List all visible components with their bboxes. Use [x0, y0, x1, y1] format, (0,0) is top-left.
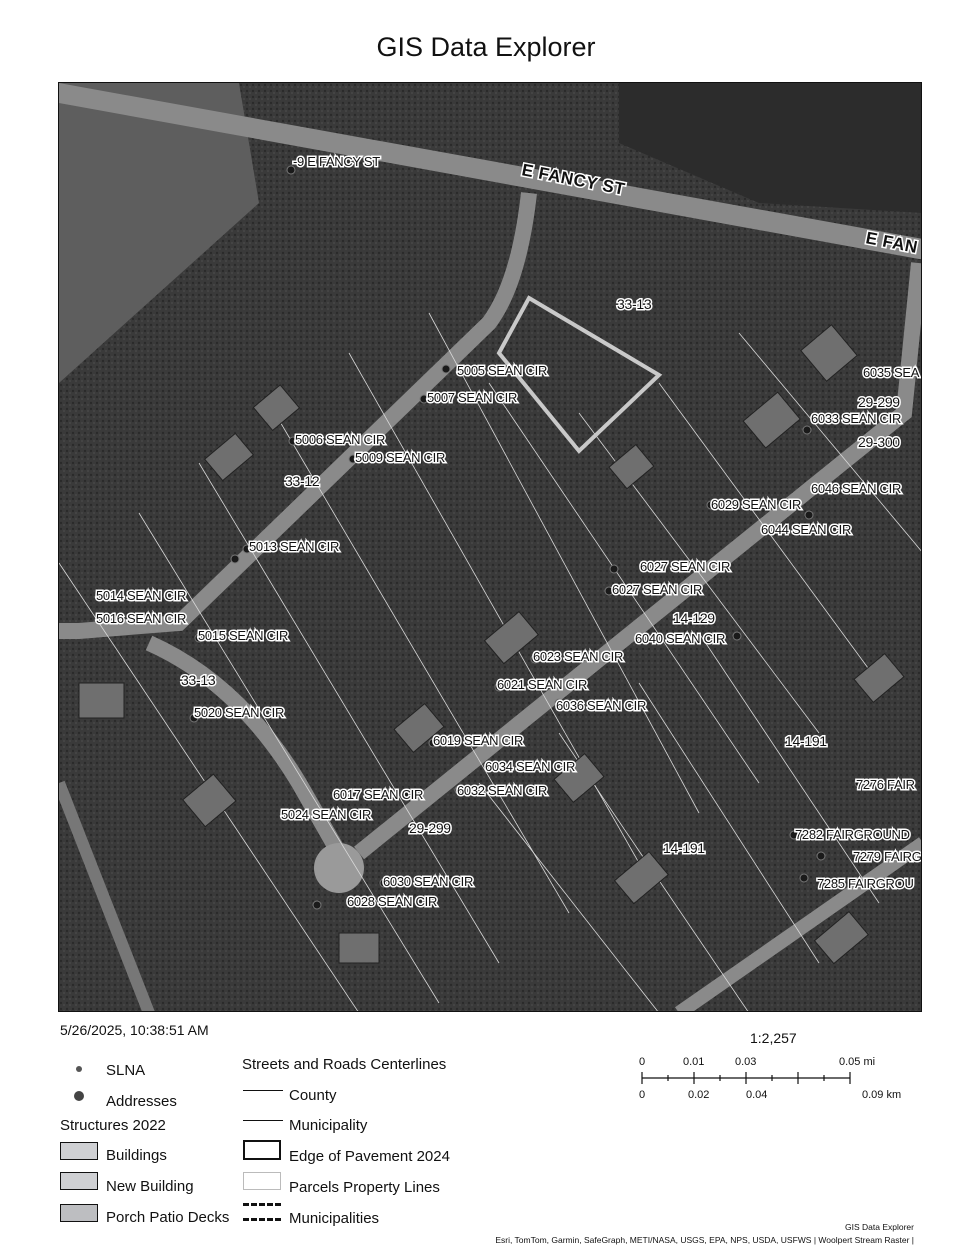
address-label: 6027 SEAN CIR [640, 559, 730, 574]
address-symbol [74, 1091, 84, 1101]
attribution-title: GIS Data Explorer [845, 1222, 914, 1232]
road-sean-cir-west [59, 192, 537, 639]
cul-de-sac [314, 843, 364, 893]
road-fairground [674, 837, 921, 1011]
address-label: 5020 SEAN CIR [194, 705, 284, 720]
legend-buildings: Buildings [106, 1147, 167, 1164]
road-west-edge [59, 780, 155, 1011]
legend-municipalities: Municipalities [289, 1210, 380, 1227]
river-area [619, 83, 921, 213]
buildings-swatch [60, 1142, 98, 1160]
address-label: 6044 SEAN CIR [761, 522, 851, 537]
road-sean-cir-south [145, 635, 346, 857]
address-points [189, 165, 874, 910]
porch-swatch [60, 1204, 98, 1222]
address-label: 5005 SEAN CIR [457, 363, 547, 378]
address-label: 5013 SEAN CIR [249, 539, 339, 554]
address-label: 6019 SEAN CIR [433, 733, 523, 748]
scale-tick-bottom: 0.02 [688, 1089, 710, 1101]
edge-pavement-symbol [243, 1140, 281, 1160]
address-label: 6036 SEAN CIR [556, 698, 646, 713]
scale-tick-bottom: 0.04 [746, 1089, 768, 1101]
parcel-label: 29-299 [409, 820, 451, 836]
address-label: 6027 SEAN CIR [612, 582, 702, 597]
parcel-label: 14-191 [663, 840, 705, 856]
address-label: 6035 SEA [863, 365, 920, 380]
scale-tick-bottom: 0.09 km [862, 1089, 902, 1101]
legend-parcels: Parcels Property Lines [289, 1179, 440, 1196]
address-label: 6046 SEAN CIR [811, 481, 901, 496]
address-label: 7282 FAIRGROUND [795, 827, 910, 842]
legend-streets-heading: Streets and Roads Centerlines [242, 1056, 447, 1073]
attribution-credits: Esri, TomTom, Garmin, SafeGraph, METI/NA… [495, 1235, 914, 1245]
scale-bar [641, 1072, 851, 1084]
county-line-symbol [243, 1090, 283, 1091]
scale-tick-top: 0.01 [683, 1056, 705, 1068]
address-label: 7276 FAIR [856, 777, 915, 792]
address-label: 6029 SEAN CIR [711, 497, 801, 512]
address-label: 6021 SEAN CIR [497, 677, 587, 692]
scale-ratio: 1:2,257 [750, 1030, 797, 1046]
address-label: 6032 SEAN CIR [457, 783, 547, 798]
open-field [59, 83, 259, 383]
parcel-label: 14-191 [785, 733, 827, 749]
legend-porch: Porch Patio Decks [106, 1209, 230, 1226]
legend-edge: Edge of Pavement 2024 [289, 1148, 450, 1165]
new-building-swatch [60, 1172, 98, 1190]
scale-tick-top: 0 [639, 1056, 646, 1068]
parcel-label: 14-129 [673, 610, 715, 626]
address-label: 7279 FAIRG [853, 849, 922, 864]
road-sean-cir-east [353, 262, 921, 860]
parcel-label: 29-299 [858, 394, 900, 410]
selected-parcel[interactable] [496, 295, 663, 454]
address-label: 6040 SEAN CIR [635, 631, 725, 646]
parcel-label: 33-13 [181, 672, 216, 688]
address-label: 5024 SEAN CIR [281, 807, 371, 822]
address-label: 6023 SEAN CIR [533, 649, 623, 664]
legend-county: County [289, 1087, 337, 1104]
building-footprints [78, 324, 905, 965]
address-label: 6034 SEAN CIR [485, 759, 575, 774]
address-label: 5016 SEAN CIR [96, 611, 186, 626]
parcel-label: 29-300 [858, 434, 900, 450]
municipalities-symbol [243, 1203, 281, 1221]
legend-addresses: Addresses [106, 1093, 177, 1110]
address-label: 5006 SEAN CIR [295, 432, 385, 447]
address-label: 6028 SEAN CIR [347, 894, 437, 909]
road-e-fancy-st [59, 83, 921, 259]
scale-tick-top: 0.05 mi [839, 1056, 876, 1068]
address-label: 5009 SEAN CIR [355, 450, 445, 465]
legend-structures-heading: Structures 2022 [60, 1117, 166, 1134]
parcel-label: 33-13 [617, 296, 652, 312]
address-label: 5015 SEAN CIR [198, 628, 288, 643]
parcel-lines-symbol [243, 1172, 281, 1190]
print-timestamp: 5/26/2025, 10:38:51 AM [60, 1022, 209, 1038]
address-label: 6017 SEAN CIR [333, 787, 423, 802]
address-label: 6033 SEAN CIR [811, 411, 901, 426]
address-label: 7285 FAIRGROU [817, 876, 914, 891]
scale-tick-top: 0.03 [735, 1056, 757, 1068]
address-label: 5014 SEAN CIR [96, 588, 186, 603]
legend-slna: SLNA [106, 1062, 146, 1079]
legend-municipality: Municipality [289, 1117, 368, 1134]
map-view[interactable]: E FANCY ST E FAN -9 E FANCY ST 5005 SEAN… [58, 82, 922, 1012]
parcel-label: 33-12 [285, 473, 320, 489]
municipality-line-symbol [243, 1120, 283, 1121]
aerial-map[interactable]: E FANCY ST E FAN -9 E FANCY ST 5005 SEAN… [59, 83, 922, 1012]
address-label: 5007 SEAN CIR [427, 390, 517, 405]
page-title: GIS Data Explorer [376, 32, 596, 62]
scale-tick-bottom: 0 [639, 1089, 646, 1101]
address-label: -9 E FANCY ST [293, 154, 380, 169]
legend-new-building: New Building [106, 1178, 194, 1195]
address-label: 6030 SEAN CIR [383, 874, 473, 889]
slna-symbol [76, 1066, 82, 1072]
